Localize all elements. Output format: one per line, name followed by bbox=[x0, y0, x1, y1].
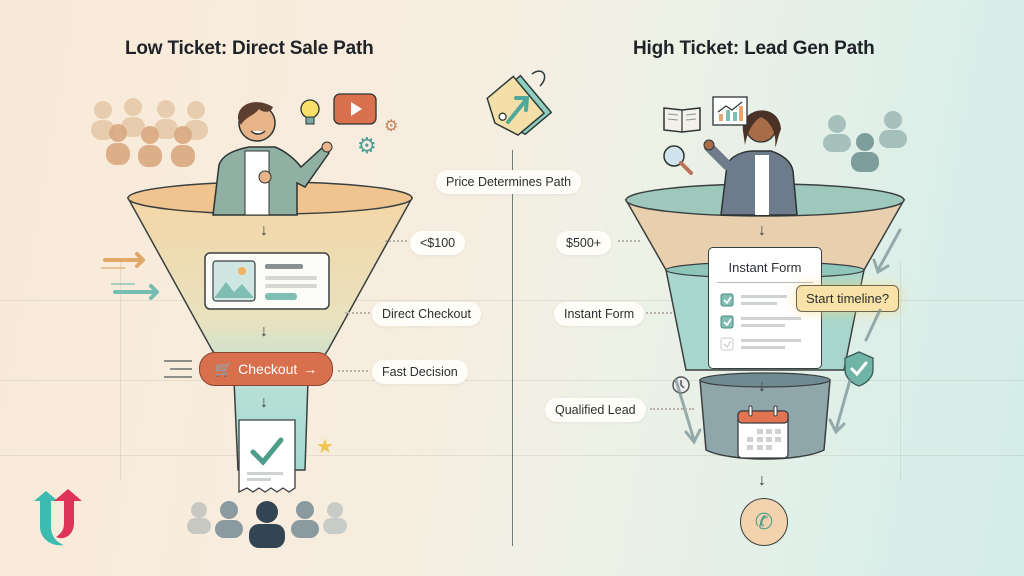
video-play-icon bbox=[333, 93, 377, 125]
crowd-icon bbox=[91, 98, 208, 167]
gear-small-icon: ⚙ bbox=[384, 118, 399, 135]
instant-form-label: Instant Form bbox=[554, 302, 645, 326]
down-arrow-icon: ↓ bbox=[758, 472, 766, 489]
down-arrow-icon: ↓ bbox=[260, 323, 268, 340]
shield-check-icon bbox=[844, 351, 874, 387]
book-icon bbox=[663, 107, 701, 133]
connector-dots bbox=[338, 370, 368, 372]
price-label-low: <$100 bbox=[410, 231, 466, 255]
form-checklist bbox=[720, 293, 801, 351]
incoming-traffic-arrows bbox=[101, 252, 159, 300]
brand-logo-icon bbox=[34, 489, 82, 546]
filter-arrows bbox=[674, 228, 902, 445]
right-title: High Ticket: Lead Gen Path bbox=[633, 38, 875, 59]
form-divider bbox=[717, 282, 813, 283]
cart-icon: 🛒 bbox=[214, 360, 233, 377]
star-icon: ★ bbox=[316, 436, 334, 458]
connector-dots bbox=[385, 240, 407, 242]
grid-line bbox=[900, 260, 901, 480]
product-card-icon bbox=[204, 252, 330, 310]
phone-icon: ✆ bbox=[754, 509, 774, 534]
connector-dots bbox=[646, 312, 672, 314]
center-label: Price Determines Path bbox=[436, 170, 582, 194]
gear-icon: ⚙ bbox=[357, 133, 377, 158]
checkout-button[interactable]: 🛒 Checkout → bbox=[199, 352, 333, 386]
down-arrow-icon: ↓ bbox=[758, 222, 766, 239]
direct-checkout-label: Direct Checkout bbox=[372, 302, 481, 326]
presenter-woman-illustration bbox=[703, 110, 798, 216]
down-arrow-icon: ↓ bbox=[758, 378, 766, 395]
form-title: Instant Form bbox=[728, 260, 802, 275]
price-label-high: $500+ bbox=[556, 231, 612, 255]
down-arrow-icon: ↓ bbox=[260, 394, 268, 411]
arrow-right-icon: → bbox=[303, 361, 318, 377]
checkout-label: Checkout bbox=[238, 361, 298, 377]
crowd-icon bbox=[823, 111, 907, 172]
down-arrow-icon: ↓ bbox=[260, 222, 268, 239]
calendar-icon bbox=[737, 405, 789, 459]
magnifier-icon bbox=[663, 145, 693, 175]
qualified-lead-label: Qualified Lead bbox=[545, 398, 646, 422]
receipt-check-icon bbox=[238, 419, 296, 494]
price-tag-icon bbox=[486, 70, 553, 136]
connector-dots bbox=[618, 240, 640, 242]
speed-lines bbox=[164, 360, 192, 378]
presenter-man-illustration bbox=[212, 102, 333, 216]
chart-icon bbox=[712, 96, 748, 126]
left-title: Low Ticket: Direct Sale Path bbox=[125, 38, 374, 59]
lightbulb-icon bbox=[300, 99, 320, 125]
audience-icon bbox=[187, 501, 347, 548]
connector-dots bbox=[650, 408, 694, 410]
fast-decision-label: Fast Decision bbox=[372, 360, 468, 384]
connector-dots bbox=[345, 312, 370, 314]
start-timeline-callout: Start timeline? bbox=[796, 285, 900, 312]
phone-call-button: ✆ bbox=[740, 498, 788, 546]
grid-line bbox=[120, 260, 121, 480]
center-divider bbox=[512, 150, 513, 546]
